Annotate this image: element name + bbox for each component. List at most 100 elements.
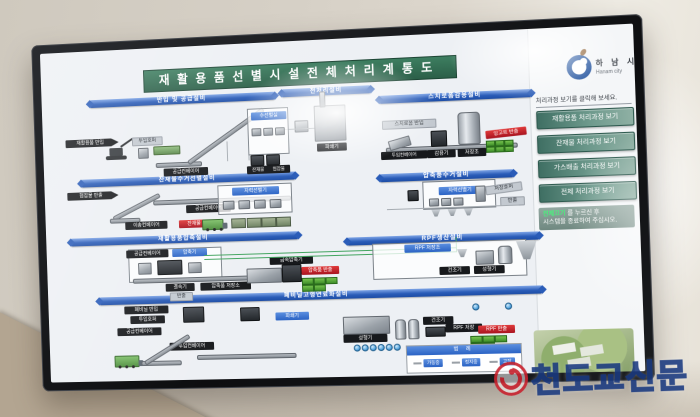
press-infeed: [138, 262, 152, 275]
dryer-machine: [425, 326, 446, 337]
unit: [453, 197, 464, 206]
label-supply-conveyor-3: 공급컨베이어: [126, 249, 169, 259]
rpf-bale: [494, 335, 508, 343]
label-recyclables-intake: 재활용품 반입: [65, 138, 118, 148]
foam-reducer-machine: [430, 130, 448, 148]
legend-label: 가동중: [423, 358, 443, 368]
ingot-stack: [504, 145, 514, 153]
label-foreign-bin: 협잡물: [267, 164, 291, 174]
shutdown-note: 전체끄기 를 누르신 후 시스템을 종료하여 주십시오.: [538, 204, 635, 231]
discharge-funnel: [447, 209, 456, 216]
legend-label: 정지중: [461, 358, 481, 367]
section-bar-pretreat: 전처리설비: [281, 85, 371, 98]
diagram-title: 재활용품선별시설전체처리계통도: [142, 54, 458, 93]
note-highlight: 전체끄기: [542, 211, 566, 218]
rpf-machine: [475, 250, 495, 265]
status-lamp: [393, 343, 401, 351]
vinyl-crusher: [182, 306, 205, 323]
panel-instruction: 처리과정 보기를 클릭해 보세요.: [535, 91, 632, 109]
conveyor-leg: [226, 141, 229, 162]
crusher-machine: [313, 104, 347, 142]
section-bar-baler: 재활용품압축설비: [70, 231, 299, 247]
section-bar-foam: 스치로폼감용설비: [378, 88, 532, 104]
view-recyclables-process-button[interactable]: 재활용품 처리과정 보기: [536, 106, 635, 130]
view-residue-process-button[interactable]: 잔재물 처리과정 보기: [536, 131, 636, 154]
view-gas-process-button[interactable]: 가스배출 처리과정 보기: [537, 156, 637, 179]
label-crusher: 파쇄기: [316, 142, 347, 152]
press-machine: [157, 259, 183, 276]
machine-pipe: [319, 91, 326, 108]
status-lamp: [353, 344, 361, 352]
residue-bin: [250, 154, 265, 167]
label-foreign-out: 협잡물 반출: [67, 191, 118, 201]
legend-dash-icon: [451, 361, 460, 364]
unit: [428, 198, 440, 207]
hanam-logo-icon: [566, 54, 593, 81]
hanam-city-logo: 하 남 시 Hanam city: [566, 52, 638, 81]
news-watermark: 천도교신문: [493, 349, 690, 404]
note-line1: 를 누르신 후: [565, 209, 600, 218]
logo-english-label: Hanam city: [595, 68, 623, 76]
label-intake-hopper-2: 투입호퍼: [130, 315, 166, 325]
label-crusher-2: 파쇄기: [275, 311, 310, 321]
label-foam-intake: 스치로폼 반입: [381, 118, 437, 130]
status-lamp: [361, 344, 369, 352]
green-bale: [325, 276, 338, 285]
label-rpf-store: RPF 저장조: [404, 243, 451, 253]
extruder-machine: [342, 315, 391, 335]
rpf-tank: [497, 245, 513, 265]
label-rpf-out: RPF 반출: [478, 324, 516, 334]
metal-press-unit: [281, 264, 302, 283]
section-bar-intake: 반입 및 공급설비: [89, 91, 275, 109]
forming-tank: [394, 319, 407, 340]
status-lamp: [385, 343, 393, 351]
label-ingot-out: 잉고트 반출: [485, 126, 527, 140]
green-bale: [313, 284, 326, 292]
green-bale: [302, 284, 315, 292]
metal-press-machine: [246, 267, 283, 284]
label-former-2: 성형기: [343, 333, 388, 343]
wall-mounted-display: 하 남 시 Hanam city 처리과정 보기를 클릭해 보세요. 재활용품 …: [31, 13, 656, 392]
excavator-icon: [105, 155, 127, 161]
label-manual-sorting-room: 수선별실: [250, 111, 287, 121]
label-rpf-small: RPF 저장: [445, 323, 483, 333]
watermark-text: 천도교신문: [530, 356, 690, 400]
discharge-funnel: [464, 208, 473, 215]
unit: [441, 197, 452, 207]
sorter-unit: [253, 199, 266, 209]
foam-storage-tank: [457, 111, 481, 145]
sorter-unit: [269, 198, 282, 209]
view-all-process-button[interactable]: 전체 처리과정 보기: [538, 180, 638, 203]
control-panel: 하 남 시 Hanam city 처리과정 보기를 클릭해 보세요. 재활용품 …: [527, 23, 646, 374]
display-screen: 하 남 시 Hanam city 처리과정 보기를 클릭해 보세요. 재활용품 …: [39, 23, 646, 383]
bale: [276, 216, 292, 227]
label-binder: 결속기: [165, 283, 195, 292]
sorter-unit: [222, 200, 235, 210]
sorting-desk: [263, 127, 274, 136]
label-out-2: 반출: [169, 291, 194, 302]
bale: [246, 217, 262, 228]
label-intake-hopper: 투입호퍼: [131, 136, 163, 147]
legend-item: 정지중: [451, 358, 481, 367]
excavator-body: [109, 147, 123, 157]
label-foam-reducer: 감용기: [427, 149, 456, 159]
status-lamp: [504, 302, 513, 310]
sorter-unit: [238, 200, 251, 210]
legend-dash-icon: [413, 362, 423, 365]
press-outfeed: [187, 262, 202, 274]
label-foam-conveyor: 투입컨베이어: [380, 150, 428, 161]
vinyl-machine: [239, 306, 261, 322]
bale: [261, 217, 277, 228]
label-foam-tank: 저장조: [457, 147, 487, 158]
status-lamp: [472, 303, 480, 311]
green-feeder: [153, 145, 181, 156]
label-residue-bin: 잔재물: [246, 165, 270, 175]
legend-item: 가동중: [413, 358, 443, 368]
vinyl-truck: [114, 355, 140, 368]
label-former: 성형기: [473, 265, 505, 275]
label-press-store: 압축품 저장소: [200, 281, 252, 291]
label-transfer-conveyor: 이송컨베이어: [125, 220, 168, 231]
status-lamp: [377, 343, 385, 352]
discharge-funnel: [431, 209, 440, 216]
note-line2: 시스템을 종료하여 주십시오.: [543, 217, 618, 227]
